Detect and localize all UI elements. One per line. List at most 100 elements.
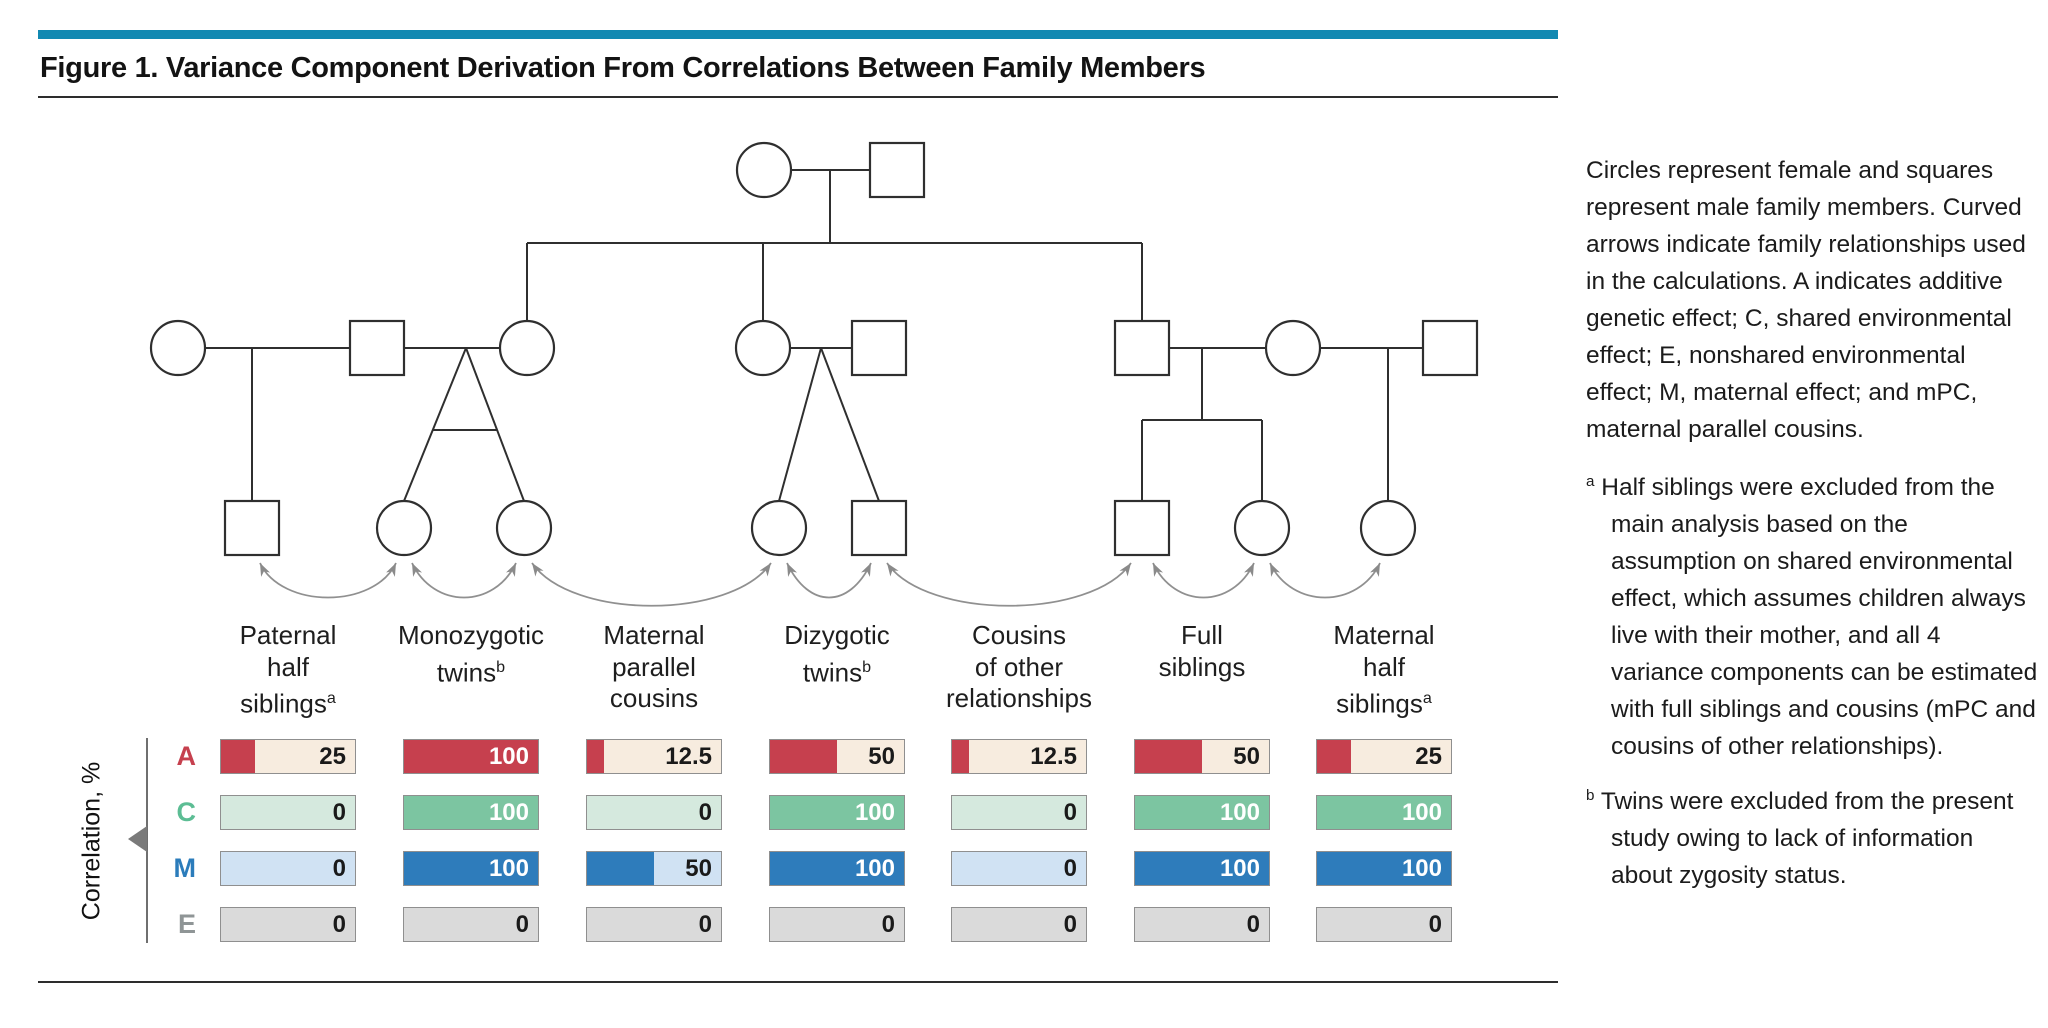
bar-A-maternal-half-siblings: 25 bbox=[1316, 739, 1452, 774]
bar-A-paternal-half-siblings: 25 bbox=[220, 739, 356, 774]
female-circle-mz-twin1 bbox=[375, 499, 433, 557]
bar-value: 0 bbox=[332, 854, 346, 882]
bar-C-full-siblings: 100 bbox=[1134, 795, 1270, 830]
bar-A-monozygotic-twins: 100 bbox=[403, 739, 539, 774]
bar-fill bbox=[404, 740, 538, 773]
bar-value: 25 bbox=[319, 742, 346, 770]
arrow-cousins-other-relationships bbox=[886, 562, 1132, 607]
bar-value: 100 bbox=[488, 854, 529, 882]
pedigree-diagram bbox=[128, 141, 1479, 943]
arrow-full-siblings bbox=[1152, 562, 1255, 599]
bar-M-maternal-half-siblings: 100 bbox=[1316, 851, 1452, 886]
row-letter-E: E bbox=[177, 909, 196, 939]
bar-value: 50 bbox=[1233, 742, 1260, 770]
bar-value: 0 bbox=[1063, 798, 1077, 826]
male-square-dz-father bbox=[850, 319, 908, 377]
bar-value: 25 bbox=[1415, 742, 1442, 770]
bar-value: 100 bbox=[1401, 854, 1442, 882]
bar-fill bbox=[1317, 852, 1451, 885]
bar-C-maternal-parallel-cousins: 0 bbox=[586, 795, 722, 830]
bar-value: 0 bbox=[1428, 910, 1442, 938]
caption-footnote-b: b Twins were excluded from the present s… bbox=[1586, 777, 2038, 894]
female-circle-mz-twin2 bbox=[495, 499, 553, 557]
bar-value: 50 bbox=[868, 742, 895, 770]
female-circle-fullsib-girl bbox=[1233, 499, 1291, 557]
figure-title: Figure 1. Variance Component Derivation … bbox=[40, 52, 1206, 84]
bar-M-dizygotic-twins: 100 bbox=[769, 851, 905, 886]
bar-A-cousins-of-other-relationships: 12.5 bbox=[951, 739, 1087, 774]
bar-E-maternal-half-siblings: 0 bbox=[1316, 907, 1452, 942]
pedigree-lines bbox=[205, 169, 1423, 502]
pedigree-shapes bbox=[149, 141, 1479, 557]
bar-value: 0 bbox=[515, 910, 529, 938]
bar-fill bbox=[1135, 740, 1202, 773]
bar-E-paternal-half-siblings: 0 bbox=[220, 907, 356, 942]
bar-M-paternal-half-siblings: 0 bbox=[220, 851, 356, 886]
male-square-paternal-halfsib bbox=[223, 499, 281, 557]
female-circle-maternal-halfsib bbox=[1359, 499, 1417, 557]
bar-E-cousins-of-other-relationships: 0 bbox=[951, 907, 1087, 942]
bottom-rule bbox=[38, 981, 1558, 983]
bar-M-full-siblings: 100 bbox=[1134, 851, 1270, 886]
footnote-b-marker: b bbox=[1586, 787, 1595, 805]
bar-value: 100 bbox=[488, 798, 529, 826]
male-square-husband2 bbox=[1421, 319, 1479, 377]
axis-arrow-icon bbox=[128, 826, 147, 852]
female-circle-wife1 bbox=[149, 319, 207, 377]
bar-M-maternal-parallel-cousins: 50 bbox=[586, 851, 722, 886]
relationship-arrows bbox=[259, 562, 1381, 607]
bar-value: 100 bbox=[1219, 854, 1260, 882]
bar-E-dizygotic-twins: 0 bbox=[769, 907, 905, 942]
bar-fill bbox=[770, 740, 837, 773]
bar-A-dizygotic-twins: 50 bbox=[769, 739, 905, 774]
row-letter-A: A bbox=[176, 741, 197, 771]
female-circle-dz-mother bbox=[734, 319, 792, 377]
bar-value: 12.5 bbox=[665, 742, 712, 770]
row-letter-C: C bbox=[176, 797, 197, 827]
bar-fill bbox=[587, 740, 604, 773]
bar-E-monozygotic-twins: 0 bbox=[403, 907, 539, 942]
bar-value: 100 bbox=[854, 854, 895, 882]
bar-value: 0 bbox=[881, 910, 895, 938]
male-square-fullsib-father bbox=[1113, 319, 1171, 377]
female-circle-mz-mother bbox=[498, 319, 556, 377]
bar-value: 50 bbox=[685, 854, 712, 882]
bar-value: 100 bbox=[1401, 798, 1442, 826]
bar-fill bbox=[770, 852, 904, 885]
male-square-father-halfsibs bbox=[348, 319, 406, 377]
bar-value: 12.5 bbox=[1030, 742, 1077, 770]
arrow-maternal-half-siblings bbox=[1269, 562, 1381, 599]
arrow-paternal-half-siblings bbox=[259, 562, 397, 599]
bar-value: 0 bbox=[332, 798, 346, 826]
correlation-axis bbox=[128, 738, 148, 943]
bar-value: 100 bbox=[854, 798, 895, 826]
arrow-monozygotic-twins bbox=[411, 562, 517, 599]
arrow-dizygotic-twins bbox=[786, 562, 872, 599]
title-rule bbox=[38, 96, 1558, 98]
caption-footnote-a: a Half siblings were excluded from the m… bbox=[1586, 463, 2038, 765]
correlation-axis-label: Correlation, % bbox=[77, 761, 106, 921]
bar-fill bbox=[404, 852, 538, 885]
footnote-a-marker: a bbox=[1586, 473, 1595, 490]
footnote-b-text: Twins were excluded from the present stu… bbox=[1600, 788, 2014, 890]
bar-fill bbox=[221, 740, 255, 773]
arrow-maternal-parallel-cousins bbox=[531, 562, 772, 607]
female-circle-gen1 bbox=[735, 141, 793, 199]
bar-value: 100 bbox=[1219, 798, 1260, 826]
male-square-dz-twin2 bbox=[850, 499, 908, 557]
bar-M-cousins-of-other-relationships: 0 bbox=[951, 851, 1087, 886]
bar-C-paternal-half-siblings: 0 bbox=[220, 795, 356, 830]
bar-fill bbox=[1317, 740, 1351, 773]
male-square-fullsib-boy bbox=[1113, 499, 1171, 557]
bar-A-maternal-parallel-cousins: 12.5 bbox=[586, 739, 722, 774]
bar-C-monozygotic-twins: 100 bbox=[403, 795, 539, 830]
bar-E-full-siblings: 0 bbox=[1134, 907, 1270, 942]
bar-value: 0 bbox=[698, 798, 712, 826]
bar-C-cousins-of-other-relationships: 0 bbox=[951, 795, 1087, 830]
bar-value: 0 bbox=[1063, 854, 1077, 882]
bar-fill bbox=[1135, 796, 1269, 829]
